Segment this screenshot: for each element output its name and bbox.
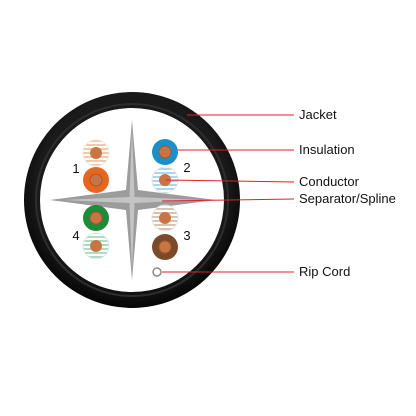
wire-green-white-conductor — [90, 240, 102, 252]
pair-1-orange — [82, 139, 110, 193]
leader-line-conductor — [165, 179, 295, 183]
spline-highlight — [62, 128, 200, 272]
label-jacket: Jacket — [299, 107, 337, 122]
pair-number-2: 2 — [183, 160, 190, 175]
label-separator-spline: Separator/Spline — [299, 191, 396, 206]
wire-brown-white-conductor — [159, 212, 171, 224]
pair-number-3: 3 — [183, 228, 190, 243]
label-conductor: Conductor — [299, 174, 359, 189]
pair-2-blue — [151, 139, 179, 194]
label-insulation: Insulation — [299, 142, 355, 157]
pair-3-brown — [151, 204, 179, 260]
pair-number-4: 4 — [72, 228, 79, 243]
wire-blue-conductor — [158, 145, 172, 159]
wire-green-conductor — [89, 211, 103, 225]
leader-line-separator — [161, 198, 295, 202]
pair-4-green — [82, 205, 110, 260]
wire-orange-white-conductor — [90, 147, 102, 159]
rip-cord — [152, 267, 162, 277]
wire-brown-conductor — [158, 240, 172, 254]
wire-blue-white-conductor — [159, 174, 171, 186]
pair-number-1: 1 — [72, 161, 79, 176]
label-rip-cord: Rip Cord — [299, 264, 351, 279]
wire-orange-conductor — [89, 173, 103, 187]
